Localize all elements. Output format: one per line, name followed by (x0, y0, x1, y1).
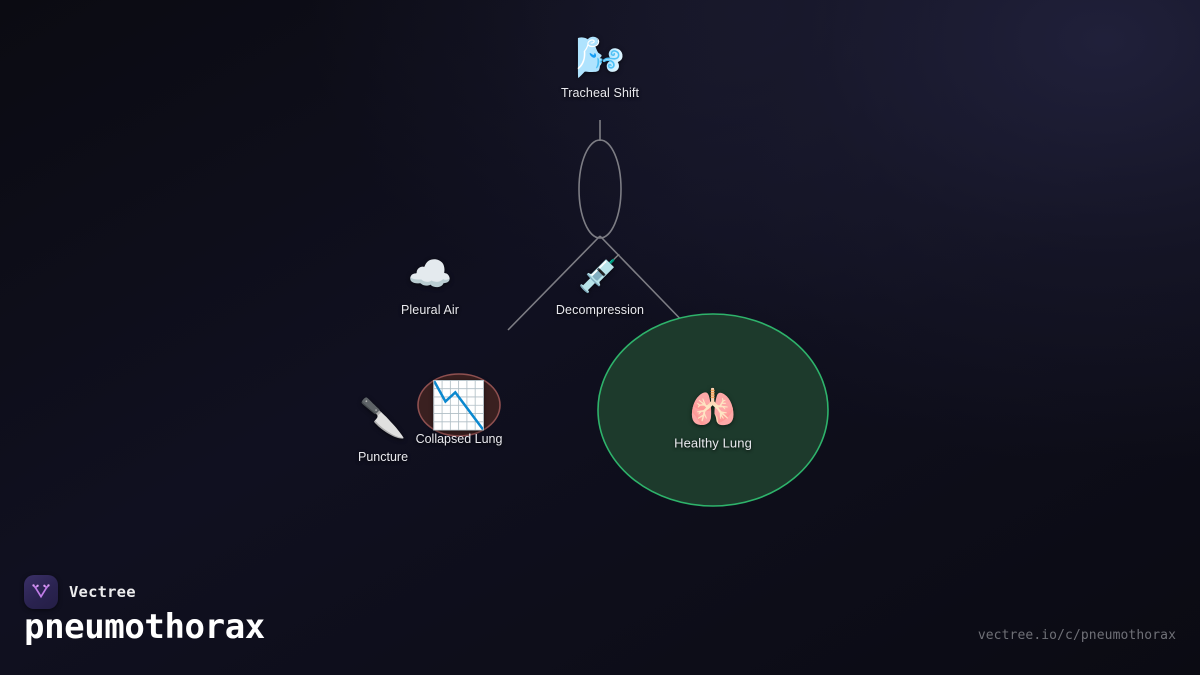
lungs-icon: 🫁 (689, 385, 737, 430)
graph-node-label: Tracheal Shift (560, 86, 640, 101)
graph-node-pleural-air[interactable]: ☁️ Pleural Air (401, 257, 459, 319)
node-shape-central-trachea[interactable] (578, 139, 622, 239)
vectree-logo-icon (24, 575, 58, 609)
graph-node-label-collapsed-lung: Collapsed Lung (415, 432, 503, 446)
chart-decreasing-icon: 📉 (430, 378, 488, 432)
edge-layer (507, 120, 692, 331)
graph-edge (507, 235, 601, 331)
wind-face-icon: 🌬️ (575, 35, 625, 82)
node-shape-collapsed-lung[interactable] (417, 373, 501, 437)
graph-node-label: Healthy Lung (674, 435, 752, 451)
footer-bar: Vectree pneumothorax vectree.io/c/pneumo… (0, 557, 1200, 675)
syringe-icon: 💉 (577, 254, 623, 296)
graph-node-healthy-lung[interactable]: 🫁 Healthy Lung (674, 388, 752, 451)
node-shape-healthy-lung[interactable] (597, 313, 829, 507)
cloud-icon: ☁️ (407, 254, 453, 296)
brand-name: Vectree (69, 583, 136, 601)
graph-node-decompression[interactable]: 💉 Decompression (556, 257, 644, 319)
graph-node-collapsed-lung[interactable]: 📉 (430, 382, 487, 428)
graph-node-label-puncture: Puncture (357, 450, 409, 464)
graph-node-puncture[interactable]: 🔪 (359, 399, 406, 437)
graph-edge (599, 235, 692, 331)
footer-url: vectree.io/c/pneumothorax (977, 628, 1176, 643)
kitchen-knife-icon: 🔪 (359, 396, 407, 440)
graph-node-tracheal-shift[interactable]: 🌬️ Tracheal Shift (561, 38, 639, 102)
brand-row[interactable]: Vectree (24, 575, 136, 609)
graph-node-label: Pleural Air (400, 303, 460, 318)
node-shape-layer (417, 139, 829, 507)
page-title: pneumothorax (24, 607, 265, 647)
graph-canvas[interactable] (0, 0, 1200, 560)
graph-node-label: Decompression (555, 303, 645, 318)
